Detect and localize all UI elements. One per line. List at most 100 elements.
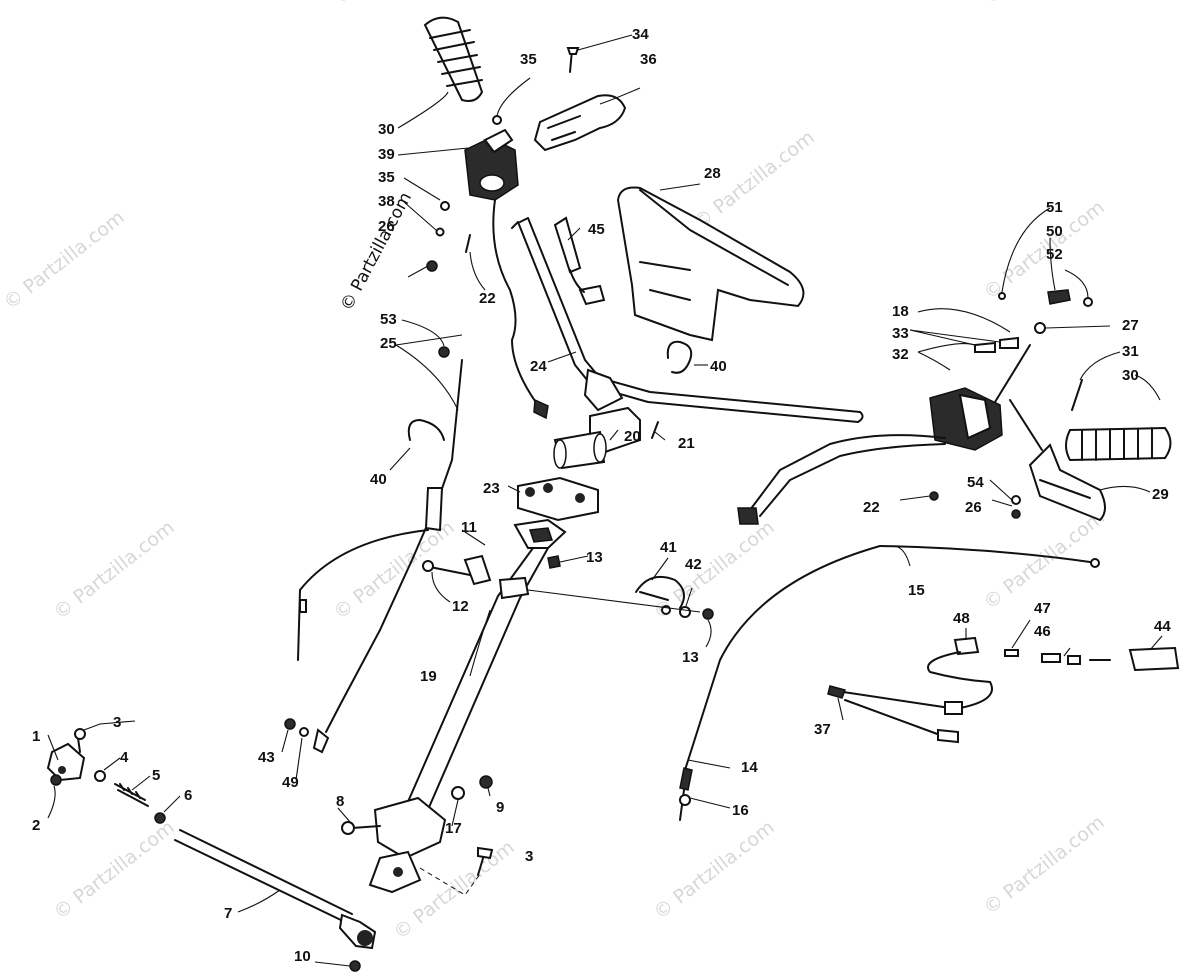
callout-13: 13 [586, 549, 603, 566]
disc-part [999, 336, 1019, 349]
bolt-part [429, 566, 471, 576]
brake-lever-part [1009, 399, 1106, 522]
callout-7: 7 [224, 905, 232, 922]
callout-35: 35 [378, 169, 395, 186]
light-wire-part [927, 636, 1180, 683]
washer-part [998, 292, 1006, 300]
callout-53: 53 [380, 311, 397, 328]
throttle-cable-part [492, 199, 541, 409]
callout-5: 5 [152, 767, 160, 784]
wire-harness-part [737, 434, 946, 525]
callout-26: 26 [965, 499, 982, 516]
pin-head-part [566, 47, 580, 55]
callout-3: 3 [113, 714, 121, 731]
callout-44: 44 [1154, 618, 1171, 635]
callout-6: 6 [184, 787, 192, 804]
watermark-text: © Partzilla.com [980, 0, 1109, 9]
callout-40: 40 [710, 358, 727, 375]
throttle-block-part [464, 128, 519, 201]
washer-part [435, 227, 445, 237]
callout-54: 54 [967, 474, 984, 491]
column-top-part [513, 518, 567, 549]
callout-47: 47 [1034, 600, 1051, 617]
nut-part [1011, 509, 1021, 519]
callout-4: 4 [120, 749, 129, 766]
right-grip-part [1065, 426, 1172, 462]
washer-part [1083, 297, 1093, 307]
callout-2: 2 [32, 817, 40, 834]
bolt-part [477, 854, 485, 876]
bracket-part [1047, 289, 1071, 305]
callout-42: 42 [685, 556, 702, 573]
disc-part [974, 341, 996, 353]
spring-clip-part [635, 576, 685, 609]
callout-20: 20 [624, 428, 641, 445]
callout-41: 41 [660, 539, 677, 556]
callout-52: 52 [1046, 246, 1063, 263]
callout-15: 15 [908, 582, 925, 599]
callout-22: 22 [479, 290, 496, 307]
bolt-head-part [341, 821, 355, 835]
nut-part [929, 491, 939, 501]
callout-49: 49 [282, 774, 299, 791]
hose-clamp-part [666, 340, 693, 374]
brake-control-part [929, 322, 1046, 451]
callout-33: 33 [892, 325, 909, 342]
watermark-text: © Partzilla.com [980, 506, 1109, 614]
leader-lines [47, 34, 1163, 967]
handlebar-pad-part [616, 186, 805, 342]
lower-clamp-part [517, 476, 599, 522]
watermark-text: © Partzilla.com [0, 206, 129, 314]
callout-18: 18 [892, 303, 909, 320]
washer-part [299, 727, 309, 737]
watermark-text: © Partzilla.com [330, 0, 459, 9]
bolt-head-part [422, 560, 434, 572]
callout-24: 24 [530, 358, 547, 375]
callout-46: 46 [1034, 623, 1051, 640]
callout-35: 35 [520, 51, 537, 68]
callout-23: 23 [483, 480, 500, 497]
callout-16: 16 [732, 802, 749, 819]
callout-38: 38 [378, 193, 395, 210]
callout-48: 48 [953, 610, 970, 627]
tie-rod-part [174, 829, 377, 972]
kill-switch-part [553, 216, 606, 306]
watermark-text: © Partzilla.com [330, 516, 459, 624]
callout-45: 45 [588, 221, 605, 238]
callout-9: 9 [496, 799, 504, 816]
washer-part [1011, 495, 1021, 505]
bolt-part [351, 825, 381, 829]
callout-19: 19 [420, 668, 437, 685]
callout-43: 43 [258, 749, 275, 766]
screw-part [1071, 379, 1083, 411]
parts-artwork [46, 16, 1180, 972]
callout-12: 12 [452, 598, 469, 615]
nut-part [479, 775, 493, 789]
callout-34: 34 [632, 26, 649, 43]
nut-part [547, 555, 561, 569]
bolt-head-part [477, 846, 494, 860]
cable-end-part [533, 398, 549, 420]
watermark-text: © Partzilla.com [130, 0, 259, 4]
callout-14: 14 [741, 759, 758, 776]
brake-cable-part [297, 346, 463, 754]
callout-22: 22 [863, 499, 880, 516]
copyright-credit: © Partzilla.com [337, 189, 416, 314]
washer-part [679, 606, 691, 618]
nut-part [702, 608, 714, 620]
callout-17: 17 [445, 820, 462, 837]
callout-3: 3 [525, 848, 533, 865]
callout-51: 51 [1046, 199, 1063, 216]
nut-part [284, 718, 296, 730]
callout-36: 36 [640, 51, 657, 68]
bolt-part [651, 421, 659, 439]
callout-10: 10 [294, 948, 311, 965]
watermark-text: © Partzilla.com [650, 816, 779, 924]
callout-25: 25 [380, 335, 397, 352]
callout-29: 29 [1152, 486, 1169, 503]
callout-21: 21 [678, 435, 695, 452]
washer-part [451, 786, 465, 800]
callout-31: 31 [1122, 343, 1139, 360]
washer-part [492, 115, 502, 125]
